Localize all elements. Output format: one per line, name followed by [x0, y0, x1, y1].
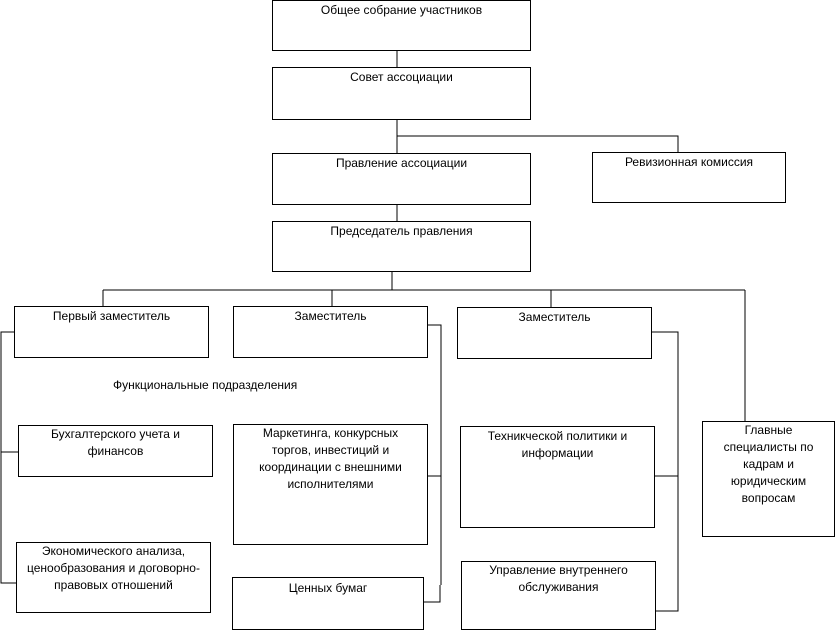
functional-units-label: Функциональные подразделения: [113, 378, 298, 392]
internal-services-box: Управление внутреннего обслуживания: [461, 561, 656, 630]
board-box: Правление ассоциации: [272, 153, 531, 205]
council-box: Совет ассоциации: [272, 67, 531, 120]
deputy-box-1: Заместитель: [233, 306, 428, 358]
marketing-box: Маркетинга, конкурсных торгов, инвестици…: [233, 424, 428, 545]
technical-policy-box: Техникческой политики и информации: [460, 426, 655, 528]
general-meeting-box: Общее собрание участников: [272, 0, 531, 51]
securities-box: Ценных бумаг: [232, 577, 424, 630]
accounting-box: Бухгалтерского учета и финансов: [18, 425, 213, 477]
first-deputy-box: Первый заместитель: [14, 306, 209, 358]
audit-commission-box: Ревизионная комиссия: [592, 152, 786, 203]
chairman-box: Председатель правления: [272, 221, 531, 272]
economic-analysis-box: Экономического анализа, ценообразования …: [16, 542, 211, 613]
deputy-box-2: Заместитель: [457, 307, 652, 359]
chief-specialists-box: Главные специалисты по кадрам и юридичес…: [702, 421, 835, 537]
